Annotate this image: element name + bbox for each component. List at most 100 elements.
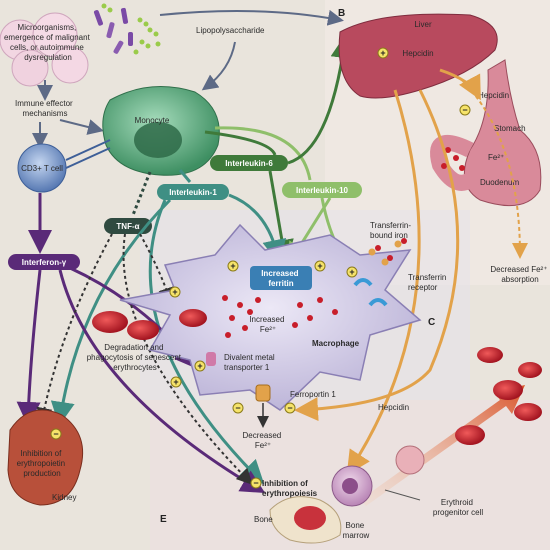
arrow-to-liver xyxy=(159,9,344,26)
arrow-effector-to-monocyte xyxy=(59,119,104,135)
interleukin-10-pill xyxy=(282,182,362,198)
bone-label: Bone xyxy=(254,515,273,524)
degradation-label: Degradation and phagocytosis of senescen… xyxy=(87,343,184,372)
inhibition-erythropoiesis-label: Inhibition of erythropoiesis xyxy=(262,479,318,498)
arrow-lps-to-monocyte xyxy=(201,41,236,91)
duodenum-iron-dots xyxy=(441,147,465,171)
tcell-monocyte-contact-1 xyxy=(65,139,111,161)
kidney-organ xyxy=(7,409,84,506)
ferroportin-label: Ferroportin 1 xyxy=(290,390,336,399)
microorganism-cells xyxy=(0,12,89,87)
ferroportin-minus-text: − xyxy=(235,403,240,413)
tnf-alpha-pill xyxy=(104,218,152,234)
mature-erythrocytes xyxy=(455,347,542,445)
ferroportin-channel xyxy=(255,384,271,402)
liver-organ xyxy=(338,13,498,99)
interleukin-1-label: Interleukin-1 xyxy=(169,188,217,197)
senescent-erythrocyte-2 xyxy=(127,320,159,340)
decreased-fe-label: Decreased Fe²⁺ xyxy=(243,431,284,450)
cd3-t-cell-label: CD3+ T cell xyxy=(21,164,63,173)
arrow-monocyte-tnf xyxy=(131,171,152,216)
liver-plus-text: + xyxy=(380,48,385,58)
dmt1-plus-text-2: + xyxy=(173,377,178,387)
arrow-monocyte-il10 xyxy=(214,126,312,181)
bone-marrow xyxy=(294,506,326,530)
phagocytosis-plus-text: + xyxy=(172,287,177,297)
panel-c-letter: C xyxy=(428,317,435,328)
hepcidin-stomach-label: Hepcidin xyxy=(478,91,509,100)
phagocytosis-plus-sign xyxy=(169,286,181,298)
liver-label: Liver xyxy=(414,20,432,29)
increased-ferritin-label: Increased ferritin xyxy=(261,269,301,288)
dmt1-plus-text: + xyxy=(197,361,202,371)
phagocytosed-erythrocyte xyxy=(179,309,207,327)
interleukin-6-pill xyxy=(210,155,288,171)
stomach-minus-text: − xyxy=(462,105,467,115)
progenitor-nucleus xyxy=(342,478,358,494)
duodenum-label: Duodenum xyxy=(480,178,519,187)
erythropoiesis-minus-sign xyxy=(250,477,262,489)
arrow-monocyte-il1 xyxy=(178,169,192,183)
fe-duodenum-label: Fe²⁺ xyxy=(488,153,504,162)
stomach-organ xyxy=(463,59,542,207)
erythropoiesis-maturation-arrow xyxy=(360,385,525,506)
erythroid-progenitor-label: Erythroid progenitor cell xyxy=(433,498,483,517)
immune-effector-label: Immune effector mechanisms xyxy=(15,99,75,118)
interferon-gamma-label: Interferon-γ xyxy=(22,258,67,267)
erythroblast-cell xyxy=(395,445,425,475)
kidney-minus-text: − xyxy=(53,429,58,439)
inhibition-epo-label: Inhibition of erythropoietin production xyxy=(17,449,68,478)
ferroportin-minus-text-2: − xyxy=(287,403,292,413)
receptor-plus-sign xyxy=(346,266,358,278)
microorganisms-label: Microorganisms, emergence of malignant c… xyxy=(4,23,92,62)
arrow-hepcidin-to-ferroportin xyxy=(294,89,460,422)
interleukin-6-label: Interleukin-6 xyxy=(225,159,273,168)
panel-e-letter: E xyxy=(160,514,167,525)
progenitor-pointer xyxy=(384,489,421,501)
erythropoiesis-minus-text: − xyxy=(253,478,258,488)
lipopolysaccharide-label: Lipopolysaccharide xyxy=(196,26,265,35)
kidney-label: Kidney xyxy=(52,493,76,502)
transferrin-receptor-label: Transferrin receptor xyxy=(408,273,449,292)
arrow-il1-to-kidney xyxy=(50,198,172,426)
senescent-erythrocyte-1 xyxy=(92,311,128,333)
macrophage-label: Macrophage xyxy=(312,339,360,348)
transferrin-receptor-1 xyxy=(353,278,373,287)
ferroportin-minus-sign xyxy=(232,402,244,414)
arrow-interferon-to-kidney xyxy=(16,269,42,426)
kidney-minus-sign xyxy=(50,428,62,440)
dmt1-plus-sign-2 xyxy=(170,376,182,388)
transferrin-receptor-2 xyxy=(368,298,388,307)
liver-plus-sign xyxy=(377,47,389,59)
dmt1-plus-sign xyxy=(194,360,206,372)
interleukin-1-pill xyxy=(157,184,229,200)
ferroportin-minus-sign-2 xyxy=(284,402,296,414)
bone-marrow-label: Bone marrow xyxy=(343,521,370,540)
monocyte-nucleus xyxy=(134,122,182,158)
arrow-monocyte-il6 xyxy=(204,130,277,156)
duodenum-organ xyxy=(430,134,475,191)
arrow-to-decreased-absorption xyxy=(461,79,528,259)
dmt1-transporter xyxy=(206,352,216,366)
monocyte-label: Monocyte xyxy=(135,116,170,125)
stomach-minus-sign xyxy=(459,104,471,116)
tcell-monocyte-contact-2 xyxy=(65,147,111,169)
hepcidin-macrophage-label: Hepcidin xyxy=(378,403,409,412)
increased-fe-label: Increased Fe²⁺ xyxy=(249,315,286,334)
hepcidin-liver-label: Hepcidin xyxy=(402,49,433,58)
transferrin-bound-iron-label: Transferrin- bound iron xyxy=(370,221,413,240)
arrow-interferon-to-erythropoiesis xyxy=(58,269,266,494)
ferritin-plus-sign-1 xyxy=(227,260,239,272)
iron-particles xyxy=(222,295,338,338)
receptor-plus-text: + xyxy=(349,267,354,277)
arrow-hepcidin-to-erythropoiesis xyxy=(346,89,421,476)
ferritin-plus-sign-2 xyxy=(314,260,326,272)
tnf-alpha-label: TNF-α xyxy=(116,222,139,231)
arrow-tnf-to-kidney xyxy=(36,233,113,424)
ferritin-plus-text-1: + xyxy=(230,261,235,271)
decreased-fe-absorption-label: Decreased Fe²⁺ absorption xyxy=(490,265,549,284)
increased-ferritin-box xyxy=(250,266,312,290)
interferon-gamma-pill xyxy=(8,254,80,270)
